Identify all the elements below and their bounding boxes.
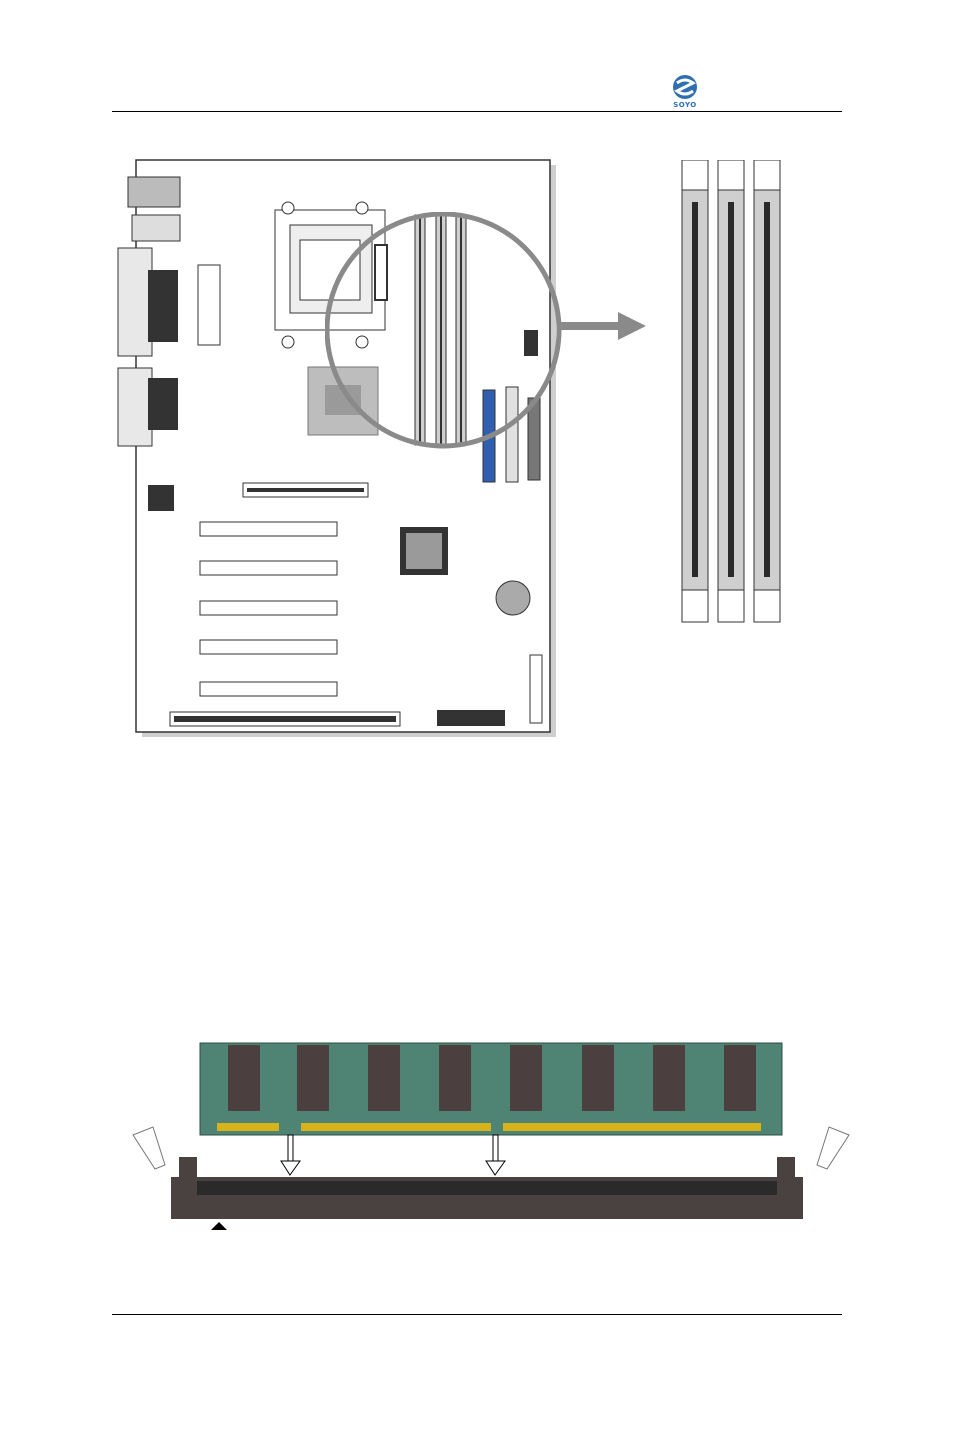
arrow-right-icon [560,310,650,344]
dimm-insertion-icon [125,1035,860,1235]
logo-text: SOYO [668,101,702,109]
footer-rule [112,1314,842,1315]
soyo-logo-icon [668,74,702,102]
header-rule [112,111,842,112]
magnify-circle-icon [325,212,575,462]
dimm-slots-closeup-icon [676,160,791,625]
